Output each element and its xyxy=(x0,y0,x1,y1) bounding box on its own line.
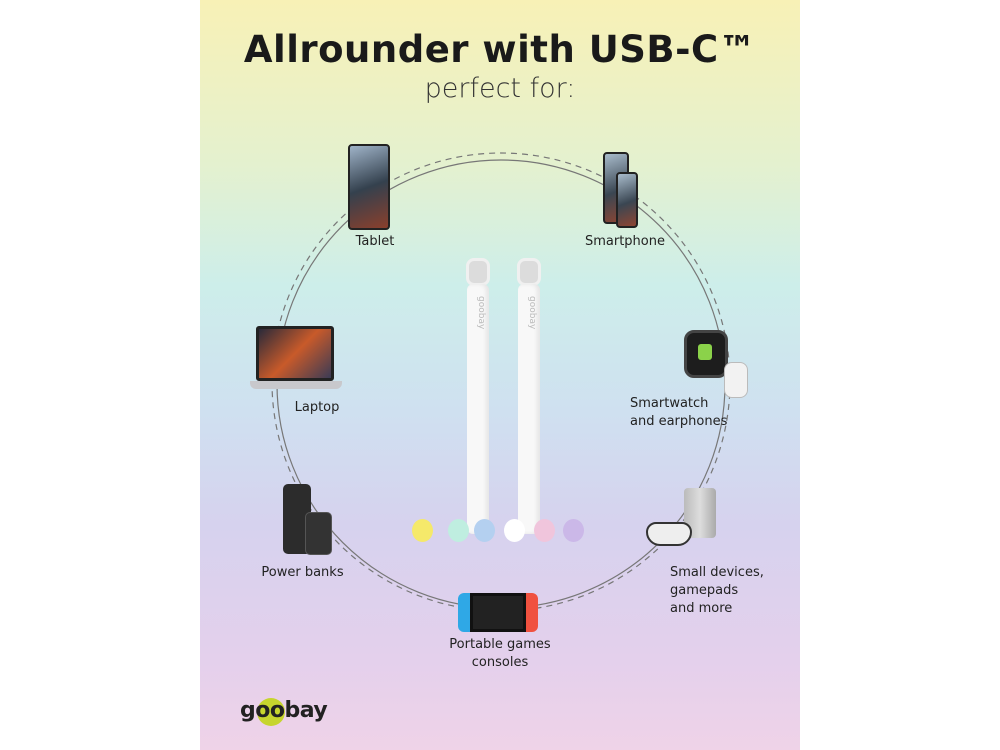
tablet-icon xyxy=(348,144,390,230)
page-subtitle: perfect for: xyxy=(424,73,576,104)
device-label: Laptop xyxy=(294,400,340,415)
page-title: Allrounder with USB-C™ xyxy=(243,28,757,71)
device-label: Tablet xyxy=(355,234,395,249)
usb-c-plug-icon xyxy=(517,258,541,286)
smartwatch-icon xyxy=(684,330,754,400)
color-swatch xyxy=(534,519,555,542)
color-swatch xyxy=(504,519,525,542)
cable-brand: goobay xyxy=(527,296,537,330)
device-label: Power banks xyxy=(261,565,344,580)
goobay-logo: goobay xyxy=(240,698,340,728)
product-poster: Allrounder with USB-C™ perfect for: goob… xyxy=(200,0,800,750)
smartphone-icon xyxy=(603,152,638,228)
color-swatch xyxy=(412,519,433,542)
color-swatch xyxy=(448,519,469,542)
game-console-icon xyxy=(458,593,538,633)
logo-text: goobay xyxy=(240,698,328,723)
laptop-icon xyxy=(250,326,342,394)
color-swatch xyxy=(563,519,584,542)
power-bank-icon xyxy=(283,484,339,556)
device-label: consoles xyxy=(471,655,529,670)
device-label: Smartphone xyxy=(584,234,665,249)
gamepad-icon xyxy=(646,488,716,560)
usb-c-plug-icon xyxy=(466,258,490,286)
device-label: Small devices, xyxy=(670,565,764,580)
device-label: Portable games xyxy=(449,637,551,652)
color-swatch xyxy=(474,519,495,542)
device-label: and earphones xyxy=(630,414,728,429)
device-label: Smartwatch xyxy=(630,396,709,411)
device-label: gamepads xyxy=(670,583,739,598)
cable-brand: goobay xyxy=(476,296,486,330)
device-label: and more xyxy=(670,601,733,616)
